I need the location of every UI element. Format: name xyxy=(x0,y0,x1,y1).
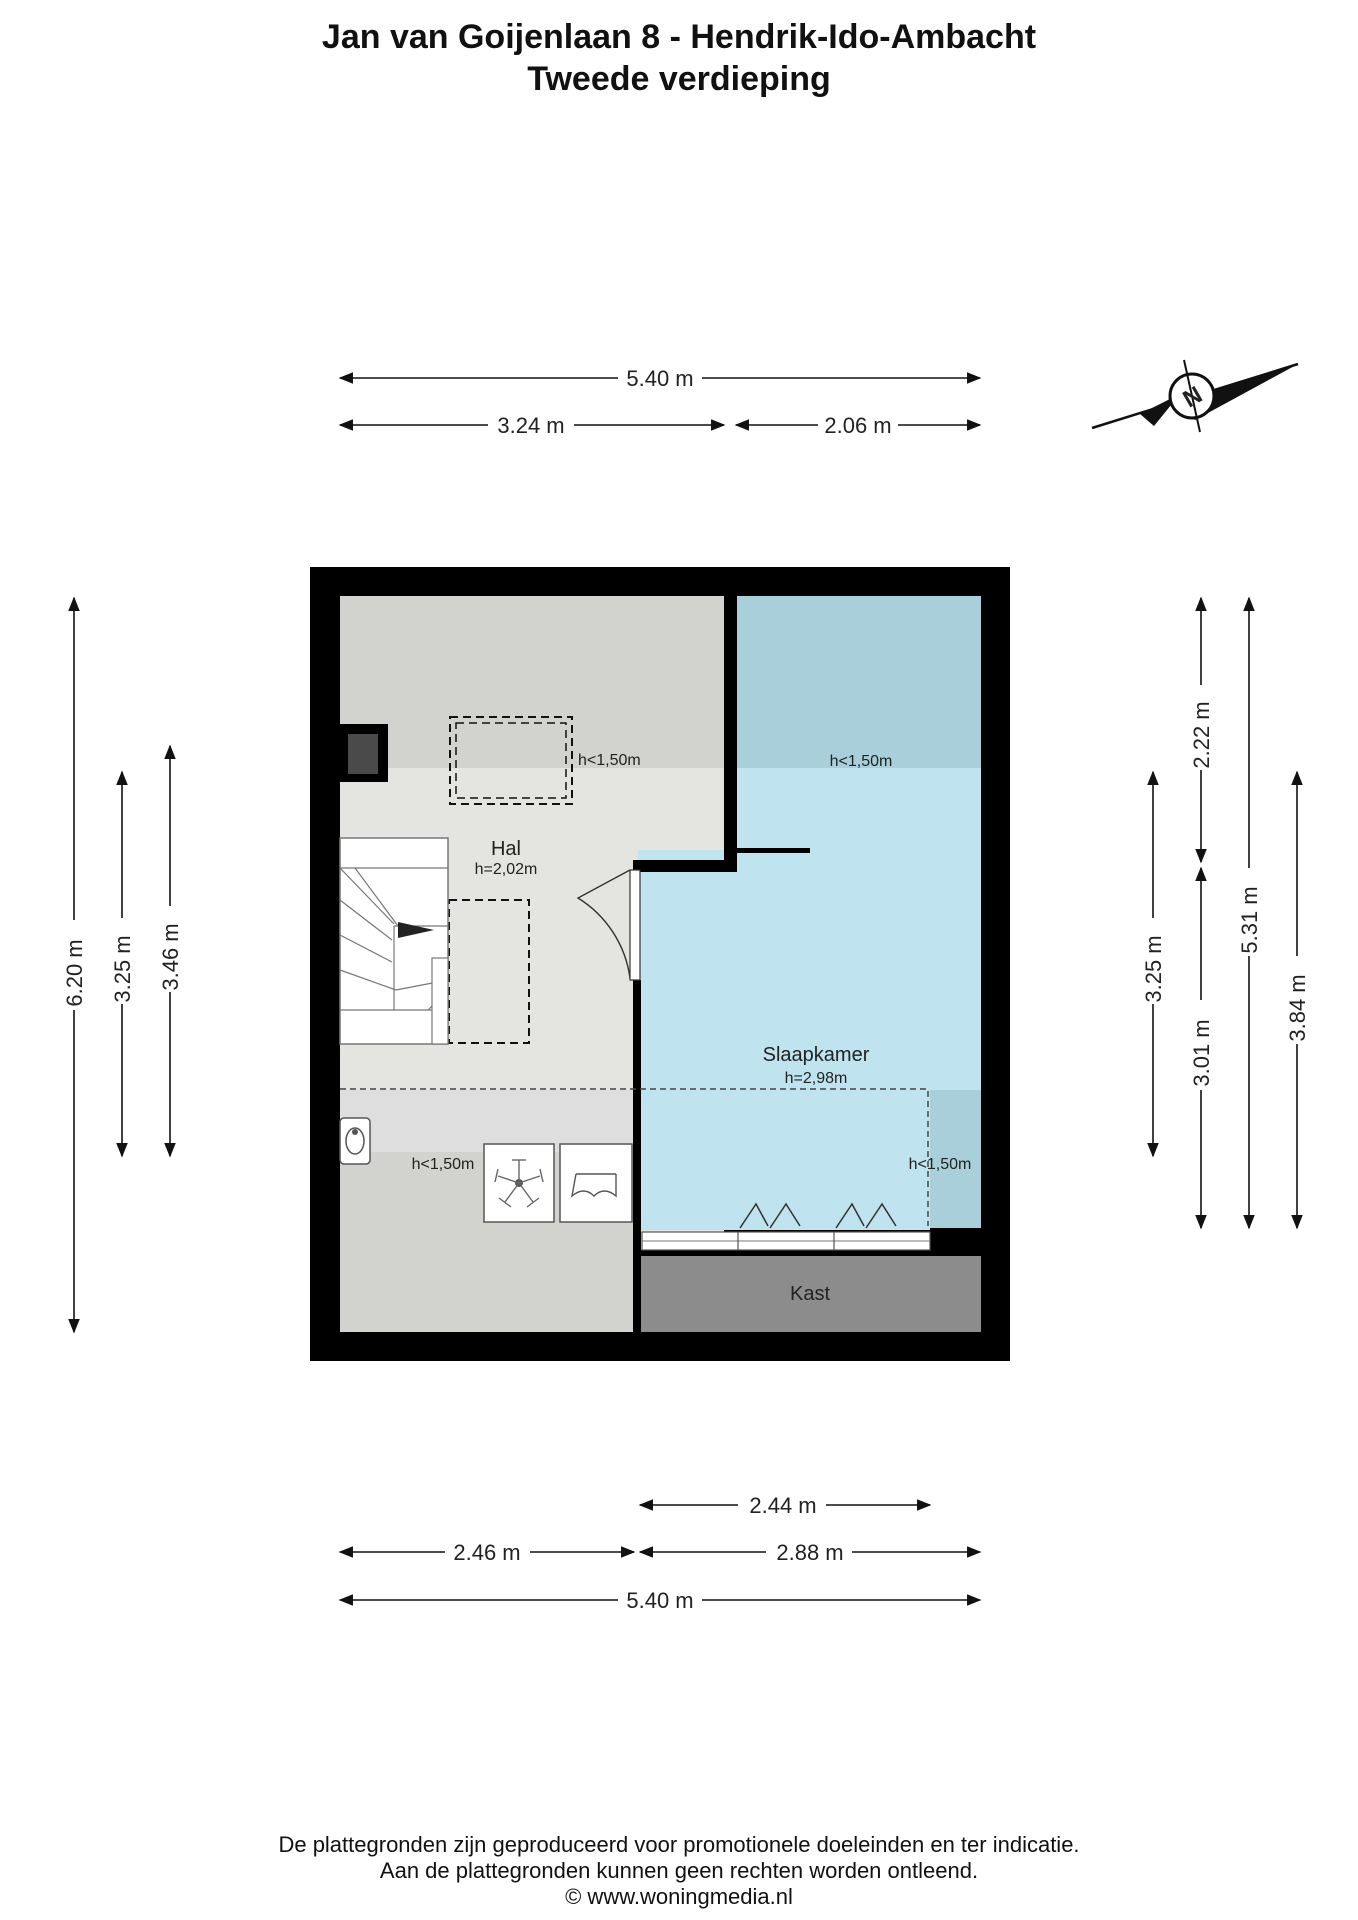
closet-floor xyxy=(640,1256,981,1332)
dryer-icon xyxy=(559,1143,633,1223)
toilet-icon xyxy=(339,1117,371,1165)
dimension-left-mid: 3.25 m xyxy=(110,770,135,1158)
interior-wall-vertical-bottom xyxy=(633,980,641,1332)
dimension-bottom-right: 2.88 m xyxy=(638,1540,982,1565)
dimension-top-right: 2.06 m xyxy=(734,413,982,438)
dimension-label: 2.88 m xyxy=(776,1540,843,1565)
bedroom-door xyxy=(576,869,641,981)
interior-wall-stub xyxy=(736,848,810,853)
room-height-slaapkamer: h=2,98m xyxy=(785,1070,848,1087)
dimension-bottom-total: 5.40 m xyxy=(338,1588,982,1613)
skylight-stair xyxy=(448,899,530,1044)
dimension-label: 3.25 m xyxy=(110,935,135,1002)
dimension-label: 3.01 m xyxy=(1189,1019,1214,1086)
dimension-right-lower: 3.01 m xyxy=(1189,866,1214,1230)
footer-copyright: © www.woningmedia.nl xyxy=(565,1884,793,1909)
dimension-label: 3.84 m xyxy=(1285,974,1310,1041)
dimension-label: 2.06 m xyxy=(824,413,891,438)
room-height-hal: h=2,02m xyxy=(475,861,538,878)
skylight-top-inner xyxy=(455,722,567,799)
dimension-left-total: 6.20 m xyxy=(62,596,87,1334)
page-subtitle: Tweede verdieping xyxy=(527,60,831,98)
chimney-flue xyxy=(348,734,378,774)
footer-disclaimer-line-2: Aan de plattegronden kunnen geen rechten… xyxy=(379,1858,979,1883)
page-title: Jan van Goijenlaan 8 - Hendrik-Ido-Ambac… xyxy=(321,18,1037,56)
interior-wall-vertical-top xyxy=(724,596,737,862)
room-name-kast: Kast xyxy=(790,1283,830,1305)
dimension-label: 2.44 m xyxy=(749,1493,816,1518)
room-name-hal: Hal xyxy=(491,838,521,860)
low-ceiling-label: h<1,50m xyxy=(830,753,893,770)
dimension-bottom-upper: 2.44 m xyxy=(638,1493,932,1518)
dimension-label: 3.25 m xyxy=(1141,935,1166,1002)
washing-machine-icon xyxy=(483,1143,555,1223)
dimension-bottom-left: 2.46 m xyxy=(338,1540,636,1565)
dimension-label: 3.24 m xyxy=(497,413,564,438)
bedroom-floor xyxy=(638,850,981,1230)
dimension-label: 2.46 m xyxy=(453,1540,520,1565)
low-ceiling-label: h<1,50m xyxy=(578,752,641,769)
footer-disclaimer-line-1: De plattegronden zijn geproduceerd voor … xyxy=(278,1832,1080,1857)
dimension-top-total: 5.40 m xyxy=(338,366,982,391)
low-ceiling-label: h<1,50m xyxy=(909,1156,972,1173)
dimension-label: 5.40 m xyxy=(626,366,693,391)
stair-direction-arrow-icon xyxy=(398,922,434,938)
closet-wall xyxy=(640,1250,930,1256)
wardrobe xyxy=(641,1202,931,1251)
closet-wall-corner xyxy=(930,1228,981,1256)
hall-low-ceiling-top xyxy=(340,596,724,768)
dimension-top-left: 3.24 m xyxy=(338,413,726,438)
dimension-label: 3.46 m xyxy=(158,923,183,990)
hall-transition xyxy=(340,1090,638,1152)
bedroom-low-ceiling-right xyxy=(930,1090,981,1228)
room-name-slaapkamer: Slaapkamer xyxy=(763,1044,870,1066)
dimension-right-tall: 5.31 m xyxy=(1237,596,1262,1230)
dimension-right-top: 2.22 m xyxy=(1189,596,1214,864)
low-ceiling-label: h<1,50m xyxy=(412,1156,475,1173)
low-ceiling-boundary xyxy=(340,1088,929,1226)
dimension-label: 2.22 m xyxy=(1189,701,1214,768)
staircase xyxy=(339,837,449,1045)
bedroom-low-ceiling xyxy=(737,596,981,768)
dimension-label: 6.20 m xyxy=(62,939,87,1006)
dimension-right-inner: 3.25 m xyxy=(1141,770,1166,1158)
north-compass: N xyxy=(1091,359,1299,433)
interior-wall-horizontal xyxy=(633,860,737,872)
dimension-left-inner: 3.46 m xyxy=(158,744,183,1158)
dimension-label: 5.40 m xyxy=(626,1588,693,1613)
dimension-label: 5.31 m xyxy=(1237,886,1262,953)
dimension-right-outer: 3.84 m xyxy=(1285,770,1310,1230)
